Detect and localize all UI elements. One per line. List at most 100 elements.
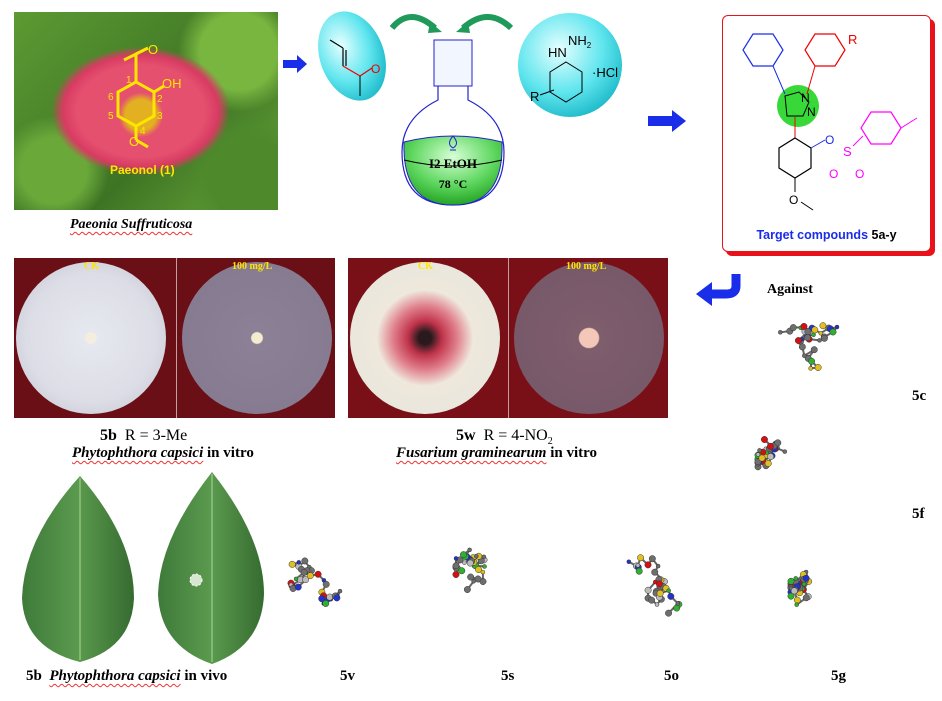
atom xyxy=(337,588,343,594)
atom xyxy=(460,551,467,559)
atom xyxy=(301,557,309,565)
caption-5w: 5w R = 4-NO2 xyxy=(456,427,553,448)
atom xyxy=(302,576,310,584)
atom xyxy=(829,328,837,336)
round-bottom-flask: I2 EtOH 78 °C xyxy=(401,39,505,206)
atom xyxy=(804,334,812,342)
target-title-range: 5a-y xyxy=(871,228,897,242)
peony-photo: O OH 1 2 3 4 5 6 O Paeonol (1) xyxy=(14,12,278,210)
petri-panel-5w: CK 100 mg/L xyxy=(348,258,668,418)
atom xyxy=(648,596,656,604)
atom xyxy=(462,560,467,565)
atom xyxy=(804,328,812,336)
label-5c: 5c xyxy=(912,388,927,404)
atom xyxy=(811,326,819,334)
atom-o: O xyxy=(855,167,864,181)
atom xyxy=(808,366,813,371)
paeonol-label: Paeonol (1) xyxy=(110,163,175,177)
atom-number: 5 xyxy=(108,111,114,122)
atom-number: 4 xyxy=(140,126,146,137)
atom-number: 6 xyxy=(108,92,114,103)
atom xyxy=(471,579,476,584)
atom xyxy=(790,587,798,595)
atom xyxy=(818,331,824,336)
atom xyxy=(655,563,661,569)
atom xyxy=(333,594,341,602)
atom xyxy=(453,556,459,561)
atom xyxy=(666,588,671,593)
target-structure: R N N O S O O O xyxy=(742,32,918,211)
atom xyxy=(667,592,675,600)
against-label: Against xyxy=(767,282,813,297)
atom xyxy=(793,596,801,604)
atom xyxy=(474,553,479,559)
atom xyxy=(774,439,782,447)
atom xyxy=(294,583,302,591)
atom xyxy=(480,569,486,575)
dish-control xyxy=(350,262,500,414)
crystal-structure-5v xyxy=(287,557,343,607)
atom xyxy=(644,561,652,569)
oh-label: OH xyxy=(162,76,182,91)
atom xyxy=(452,571,460,578)
atom-o: O xyxy=(789,193,798,207)
atom xyxy=(466,559,474,567)
atom xyxy=(793,576,799,581)
caption-in-vivo: 5b Phytophthora capsici in vivo xyxy=(26,668,228,684)
atom xyxy=(635,563,641,568)
label-5o: 5o xyxy=(664,668,679,684)
atom xyxy=(758,454,766,462)
hydrazine-nh: HN xyxy=(548,45,567,60)
atom xyxy=(306,572,314,580)
dish-treated xyxy=(182,262,332,414)
r-group: R xyxy=(530,89,539,104)
atom xyxy=(782,449,788,454)
atom xyxy=(802,594,810,602)
atom xyxy=(296,560,302,565)
temperature-label: 78 °C xyxy=(439,177,467,191)
atom-o: O xyxy=(825,133,834,147)
crystal-structure-5s xyxy=(452,547,488,593)
enone-reagent: O xyxy=(318,11,386,101)
curved-left-arrow-icon xyxy=(696,274,741,306)
crystal-structure-5f xyxy=(754,436,788,471)
atom xyxy=(475,566,482,574)
atom xyxy=(644,586,652,594)
reaction-scheme: O I2 EtOH 78 °C HN NH2 ·HCl R xyxy=(318,11,622,206)
petri-panel-5b: CK 100 mg/L xyxy=(14,258,335,418)
atom xyxy=(288,560,296,568)
atom xyxy=(802,574,810,582)
atom xyxy=(626,559,632,564)
atom xyxy=(322,600,330,607)
label-5v: 5v xyxy=(340,668,355,684)
atom xyxy=(794,602,799,607)
dish-label: 100 mg/L xyxy=(232,261,273,272)
atom xyxy=(656,589,664,597)
target-compound-box: R N N O S O O O Target compounds 5a-y xyxy=(722,15,931,252)
atom-n: N xyxy=(807,105,816,119)
label-5s: 5s xyxy=(501,668,515,684)
atom xyxy=(755,452,761,457)
methoxy-o: O xyxy=(129,134,139,149)
plant-caption: Paeonia Suffruticosa xyxy=(70,217,193,232)
dish-label: CK xyxy=(84,261,99,272)
carbonyl-o: O xyxy=(148,42,158,57)
atom xyxy=(819,322,827,330)
atom xyxy=(800,322,808,330)
atom-s: S xyxy=(843,144,852,159)
curved-arrow-icon xyxy=(389,14,514,31)
atom xyxy=(314,570,322,578)
atom xyxy=(766,442,774,450)
atom xyxy=(808,357,816,365)
atom xyxy=(817,338,822,343)
paeonol-structure: O OH 1 2 3 4 5 6 O Paeonol (1) xyxy=(108,42,182,177)
right-arrow-icon xyxy=(648,110,686,132)
hydrazine-nh2: NH2 xyxy=(568,33,592,50)
atom xyxy=(761,436,768,443)
atom xyxy=(481,554,487,560)
atom xyxy=(798,343,806,351)
atom xyxy=(300,568,308,576)
atom xyxy=(810,346,818,354)
atom xyxy=(814,364,822,371)
atom-number: 1 xyxy=(126,75,132,86)
